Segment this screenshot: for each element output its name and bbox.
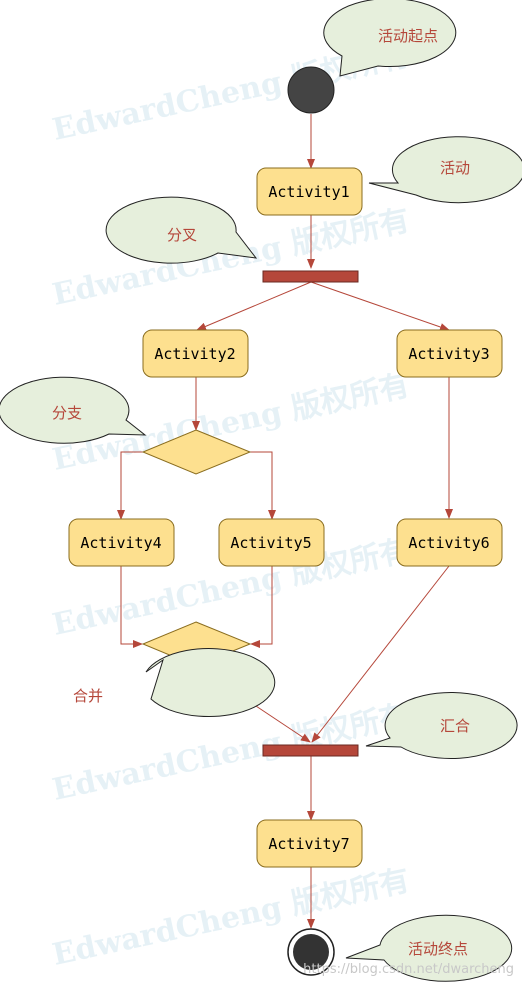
activity-label: Activity6 xyxy=(408,534,489,552)
edge-a4-merge xyxy=(120,566,143,648)
activity-node: Activity4 xyxy=(68,518,175,567)
edge-a6-join xyxy=(311,565,450,743)
note-activity: 活动 xyxy=(368,136,522,204)
activity-node: Activity5 xyxy=(218,518,325,567)
note-start: 活动起点 xyxy=(323,0,457,77)
final-node xyxy=(287,928,335,976)
activity-label: Activity1 xyxy=(268,183,349,201)
edges xyxy=(117,114,453,929)
edge-a5-merge xyxy=(250,566,273,648)
decision-diamond xyxy=(141,429,252,475)
activity-node: Activity3 xyxy=(396,329,503,378)
join-bar xyxy=(262,744,359,757)
initial-node xyxy=(287,66,335,114)
activity-label: Activity5 xyxy=(230,534,311,552)
edge-fork-a2 xyxy=(196,281,312,331)
edge-fork-a3 xyxy=(310,281,450,331)
activity-node: Activity6 xyxy=(396,518,503,567)
note-end-label: 活动终点 xyxy=(408,940,468,958)
source-url: https://blog.csdn.net/dwarcheng xyxy=(303,962,514,977)
note-merge-label: 合并 xyxy=(73,687,103,705)
activity-label: Activity7 xyxy=(268,835,349,853)
fork-bar xyxy=(262,270,359,283)
note-merge: 合并 xyxy=(73,648,276,718)
note-branch-label: 分支 xyxy=(52,404,82,422)
activity-label: Activity3 xyxy=(408,345,489,363)
note-end: 活动终点 xyxy=(345,914,513,982)
activity-label: Activity2 xyxy=(154,345,235,363)
note-branch: 分支 xyxy=(0,376,147,444)
note-join: 汇合 xyxy=(365,692,518,759)
note-start-label: 活动起点 xyxy=(378,27,438,45)
note-fork-label: 分叉 xyxy=(167,226,197,244)
activity-node: Activity1 xyxy=(256,167,363,216)
activity-label: Activity4 xyxy=(80,534,161,552)
note-fork: 分叉 xyxy=(105,196,258,264)
activity-node: Activity2 xyxy=(142,329,249,378)
note-activity-label: 活动 xyxy=(440,159,470,177)
edge-branch-a5 xyxy=(250,451,276,520)
edge-branch-a4 xyxy=(117,451,143,520)
activity-node: Activity7 xyxy=(256,819,363,868)
note-join-label: 汇合 xyxy=(440,717,470,735)
